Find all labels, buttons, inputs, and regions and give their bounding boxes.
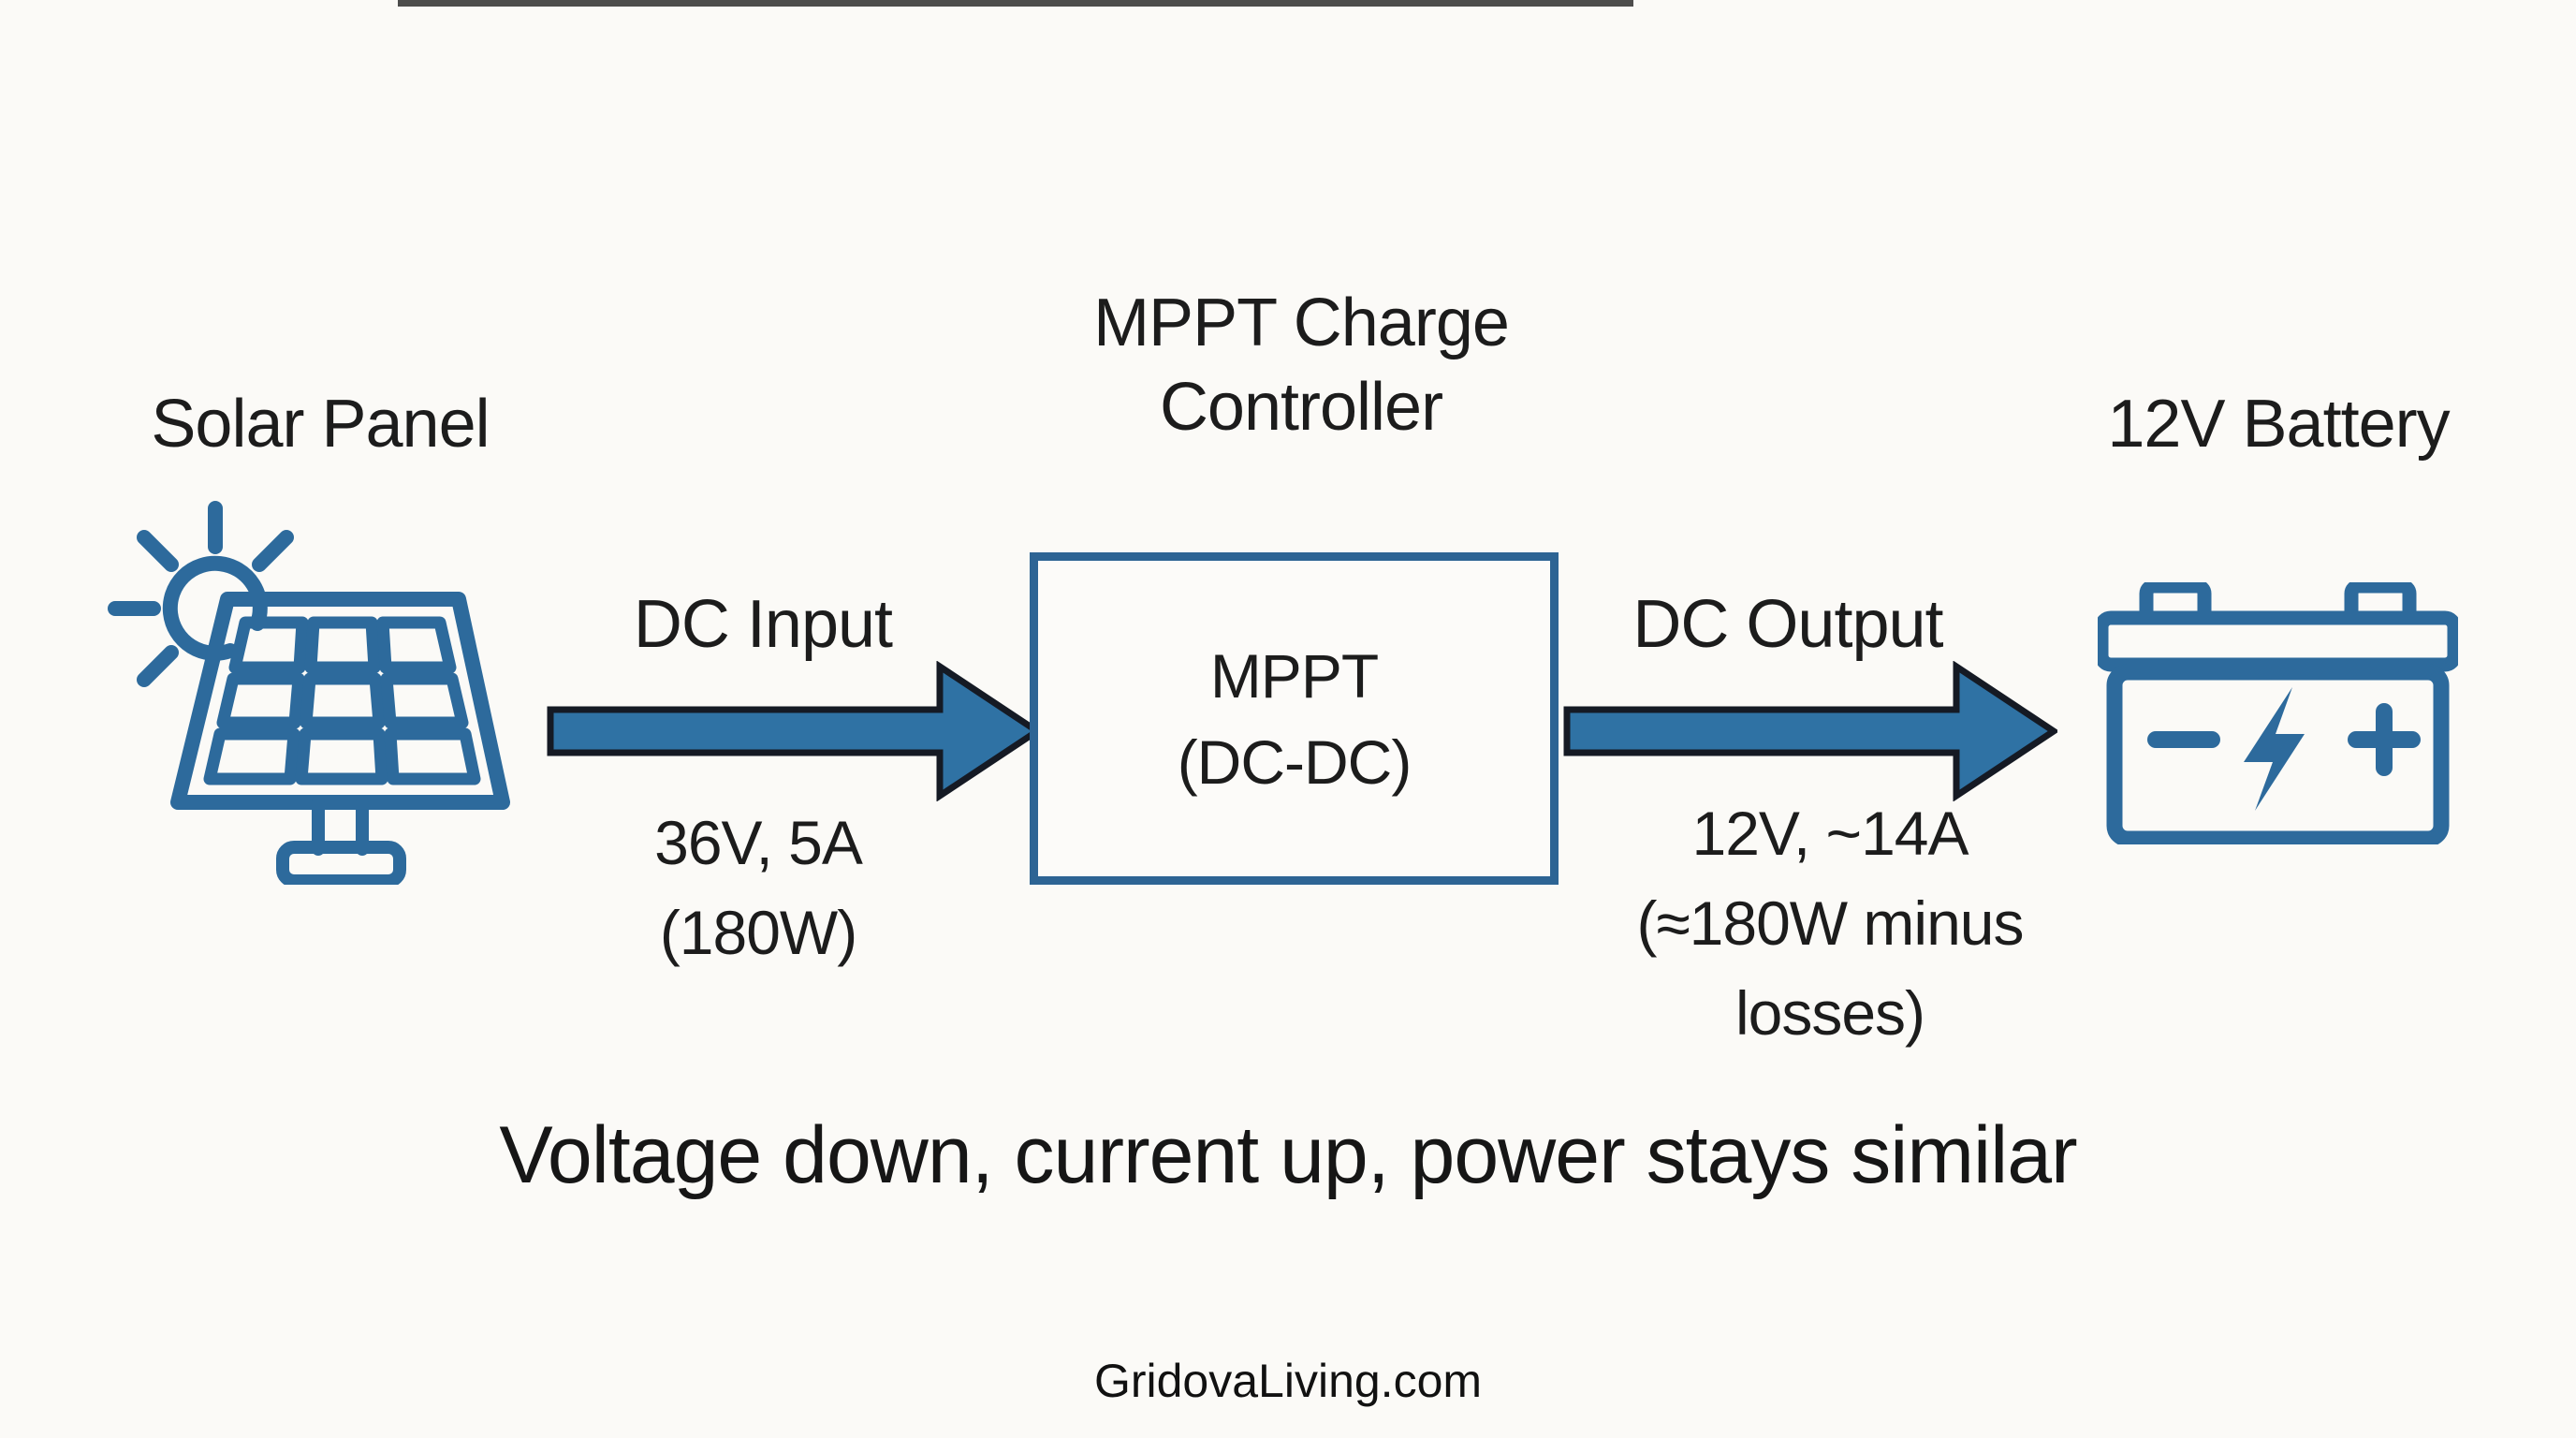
solar-panel-sun-icon [103, 499, 520, 885]
right-arrow-icon [1563, 661, 2057, 801]
mppt-title-line1: MPPT Charge [1093, 286, 1510, 360]
mppt-box-line2: (DC-DC) [1177, 726, 1412, 797]
battery-label: 12V Battery [2107, 387, 2450, 462]
dc-input-label: DC Input [633, 587, 893, 662]
battery-icon [2098, 582, 2458, 844]
mppt-title-line2: Controller [1159, 370, 1443, 445]
dc-input-value-line1: 36V, 5A [654, 808, 863, 877]
mppt-box: MPPT (DC-DC) [1030, 552, 1559, 885]
dc-input-values: 36V, 5A (180W) [477, 798, 1039, 977]
dc-output-value-line3: losses) [1734, 978, 1925, 1048]
diagram-caption: Voltage down, current up, power stays si… [499, 1110, 2077, 1200]
mppt-box-line1: MPPT [1209, 640, 1379, 711]
watermark-text: GridovaLiving.com [1093, 1355, 1483, 1407]
dc-output-value-line2: (≈180W minus [1636, 888, 2024, 958]
dc-input-value-line2: (180W) [659, 898, 857, 967]
dc-output-values: 12V, ~14A (≈180W minus losses) [1549, 788, 2111, 1058]
mppt-title: MPPT Charge Controller [927, 281, 1676, 449]
solar-panel-label: Solar Panel [151, 387, 490, 462]
dc-output-label: DC Output [1632, 587, 1943, 662]
top-edge-strip [398, 0, 1633, 7]
dc-output-value-line1: 12V, ~14A [1691, 799, 1969, 868]
right-arrow-icon [547, 661, 1041, 801]
